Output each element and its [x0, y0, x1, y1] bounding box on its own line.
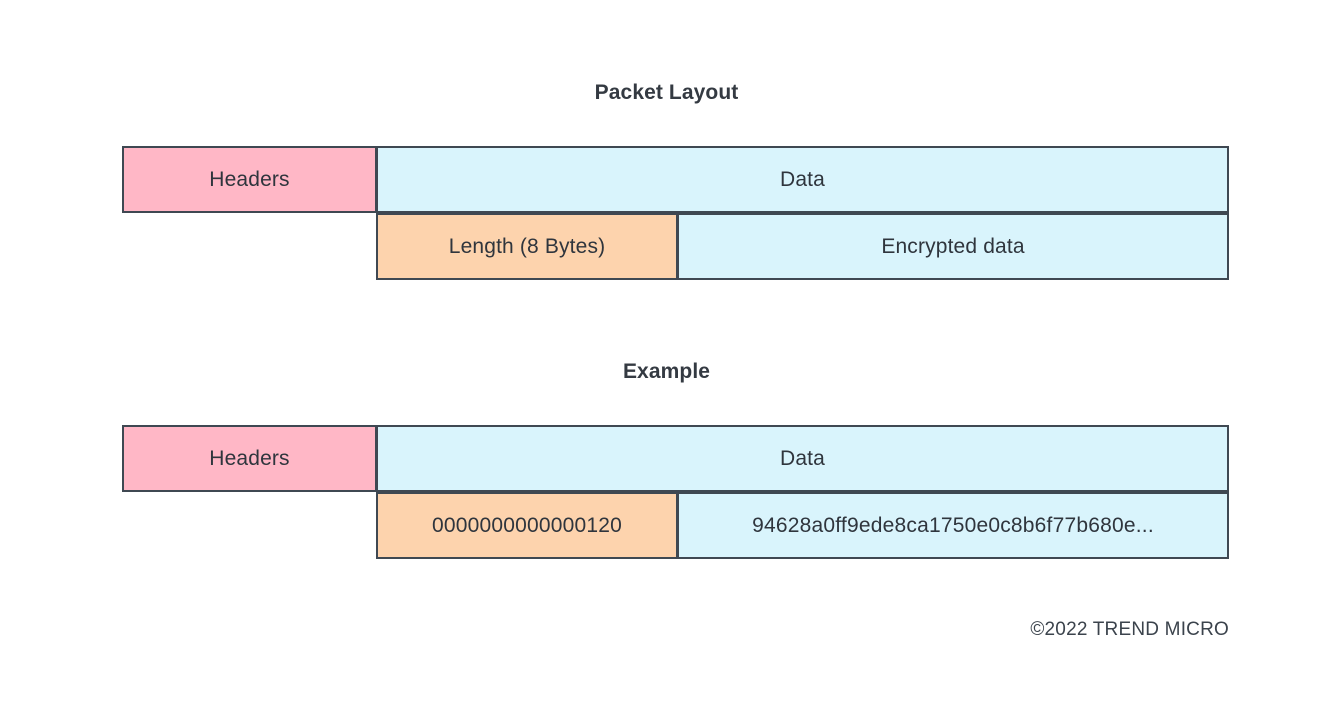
- example-row-bottom: 0000000000000120 94628a0ff9ede8ca1750e0c…: [122, 492, 1229, 559]
- example-cell-encrypted-value: 94628a0ff9ede8ca1750e0c8b6f77b680e...: [677, 492, 1229, 559]
- example-cell-length-value: 0000000000000120: [376, 492, 678, 559]
- example-row-top: Headers Data: [122, 425, 1229, 492]
- copyright-notice: ©2022 TREND MICRO: [1030, 619, 1229, 640]
- packet-layout-cell-encrypted-data: Encrypted data: [677, 213, 1229, 280]
- example-cell-headers: Headers: [122, 425, 377, 492]
- example-cell-data: Data: [376, 425, 1229, 492]
- packet-layout-cell-data: Data: [376, 146, 1229, 213]
- packet-layout-title: Packet Layout: [594, 81, 739, 104]
- packet-layout-diagram: Headers Data Length (8 Bytes) Encrypted …: [122, 146, 1229, 280]
- example-title: Example: [622, 360, 711, 383]
- packet-layout-cell-length: Length (8 Bytes): [376, 213, 678, 280]
- packet-layout-row-top: Headers Data: [122, 146, 1229, 213]
- packet-layout-cell-headers: Headers: [122, 146, 377, 213]
- packet-layout-row-bottom: Length (8 Bytes) Encrypted data: [122, 213, 1229, 280]
- example-diagram: Headers Data 0000000000000120 94628a0ff9…: [122, 425, 1229, 559]
